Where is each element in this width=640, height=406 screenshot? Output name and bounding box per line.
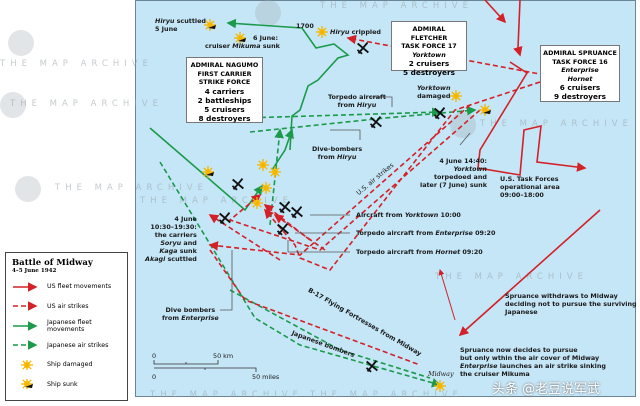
- scale-bar: [153, 360, 257, 372]
- midway-label: Midway: [428, 370, 454, 378]
- credit-watermark: 头条 @老豆说军武: [492, 382, 601, 397]
- watermark-logo: [8, 30, 34, 56]
- ship-damaged-icon: [259, 181, 273, 195]
- ship-damaged-icon: [250, 196, 264, 210]
- legend-item-jp-fleet: Japanese fleet movements: [12, 316, 121, 336]
- scale-mi-zero: 0: [152, 373, 157, 381]
- torpedo-hornet-label: Torpedo aircraft from Hornet 09:20: [356, 248, 483, 256]
- ship-sunk-icon: [202, 166, 214, 178]
- ship-damaged-icon: [256, 158, 270, 172]
- ship-sunk-icon: [12, 379, 42, 389]
- watermark: THE MAP ARCHIVE: [150, 390, 303, 400]
- scale-miles: 50 miles: [252, 373, 280, 381]
- ship-damaged-icon: [20, 359, 34, 370]
- us-air-strikes: [208, 34, 546, 366]
- watermark-logo: [15, 176, 41, 202]
- legend-title: Battle of Midway: [12, 258, 93, 268]
- us-fleet-movements: [438, 0, 601, 337]
- watermark: THE MAP ARCHIVE: [55, 183, 208, 193]
- red-solid-arrow-icon: [13, 281, 38, 292]
- scale-km: 50 km: [213, 352, 234, 360]
- ship-damaged-icon: [268, 165, 282, 179]
- legend: Battle of Midway 4–5 June 1942 US fleet …: [5, 252, 128, 401]
- legend-item-damaged: Ship damaged: [12, 355, 121, 375]
- mikuma-sunk-label: 6 June:cruiser Mikuma sunk: [205, 34, 280, 50]
- green-solid-arrow-icon: [13, 320, 38, 331]
- legend-item-us-fleet: US fleet movements: [12, 277, 121, 297]
- ship-sunk-icon: [479, 104, 491, 116]
- watermark: THE MAP ARCHIVE: [310, 390, 463, 400]
- watermark: THE MAP ARCHIVE: [480, 119, 633, 129]
- watermark-logo: [0, 92, 26, 118]
- ship-damaged-icon: [433, 379, 447, 393]
- ship-damaged-icon: [449, 89, 463, 103]
- legend-item-us-air: US air strikes: [12, 297, 121, 317]
- watermark: THE MAP ARCHIVE: [10, 99, 163, 109]
- watermark: THE MAP ARCHIVE: [0, 59, 153, 69]
- red-dashed-arrow-icon: [13, 301, 38, 312]
- watermark: THE MAP ARCHIVE: [435, 272, 588, 282]
- scale-km-zero: 0: [152, 352, 157, 360]
- legend-item-jp-air: Japanese air strikes: [12, 336, 121, 356]
- ship-damaged-icon: [315, 25, 329, 39]
- time-1700-label: 1700: [296, 22, 314, 30]
- watermark: THE MAP ARCHIVE: [320, 1, 473, 11]
- watermark-logo: [255, 0, 281, 26]
- green-dashed-arrow-icon: [13, 340, 38, 351]
- aircraft-yorktown-label: Aircraft from Yorktown 10:00: [356, 211, 461, 219]
- legend-subtitle: 4–5 June 1942: [12, 268, 57, 274]
- leader-lines: [220, 96, 471, 311]
- hiryu-crippled-label: Hiryu crippled: [330, 28, 382, 36]
- torpedo-enterprise-label: Torpedo aircraft from Enterprise 09:20: [356, 229, 496, 237]
- legend-item-sunk: Ship sunk: [12, 375, 121, 395]
- watermark: THE MAP ARCHIVE: [140, 196, 293, 206]
